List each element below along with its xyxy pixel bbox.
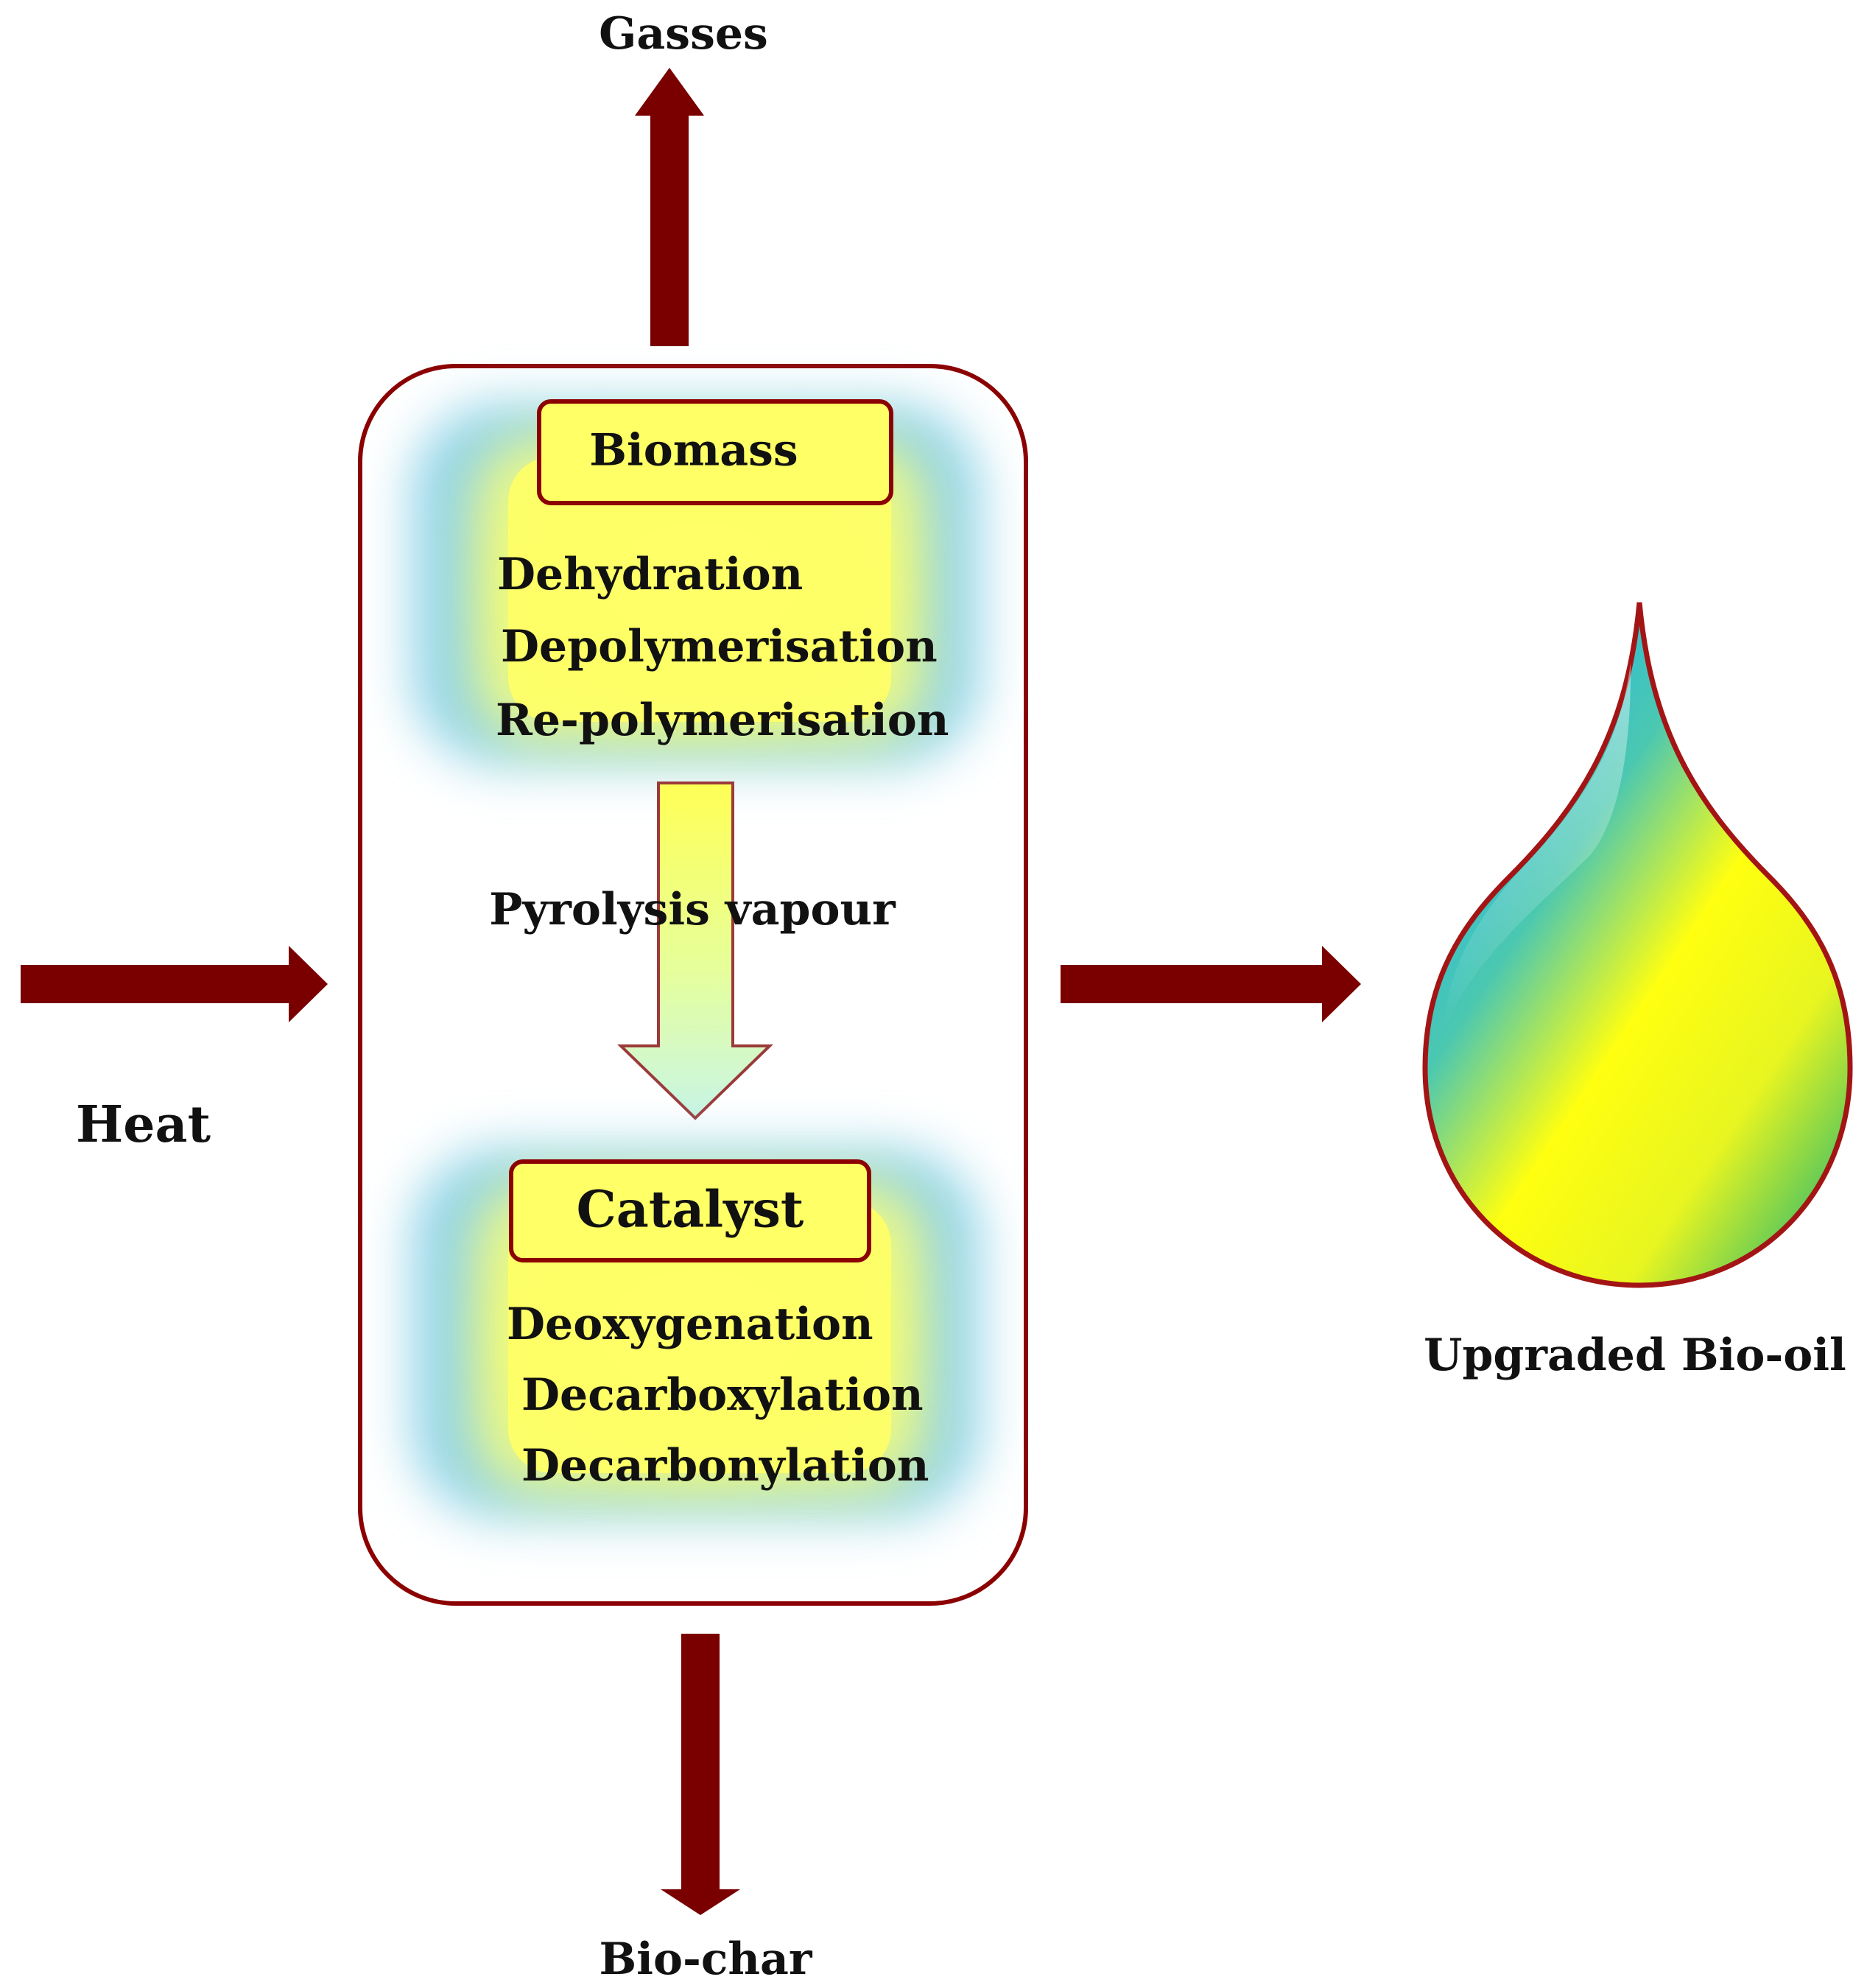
biochar-label: Bio-char <box>599 1933 812 1985</box>
heat-arrow <box>21 946 328 1022</box>
vapour-label: Pyrolysis vapour <box>489 884 896 935</box>
biooil-label: Upgraded Bio-oil <box>1424 1330 1846 1381</box>
biomass-title: Biomass <box>589 425 798 477</box>
vapour-arrow <box>617 781 773 1120</box>
gasses-label: Gasses <box>599 8 768 60</box>
process-dehydration: Dehydration <box>497 549 803 600</box>
process-decarbonylation: Decarbonylation <box>521 1440 929 1492</box>
biomass-title-box <box>537 399 893 505</box>
gasses-arrow <box>635 68 704 346</box>
biochar-arrow <box>661 1634 740 1915</box>
process-decarboxylation: Decarboxylation <box>521 1369 924 1421</box>
process-deoxygenation: Deoxygenation <box>507 1299 873 1350</box>
catalyst-title-box <box>509 1159 871 1262</box>
process-repolymerisation: Re-polymerisation <box>496 695 949 746</box>
catalyst-title: Catalyst <box>577 1181 804 1240</box>
process-depolymerisation: Depolymerisation <box>501 621 938 672</box>
heat-label: Heat <box>76 1095 211 1154</box>
biooil-droplet-icon <box>1422 602 1853 1288</box>
output-arrow <box>1061 946 1361 1022</box>
